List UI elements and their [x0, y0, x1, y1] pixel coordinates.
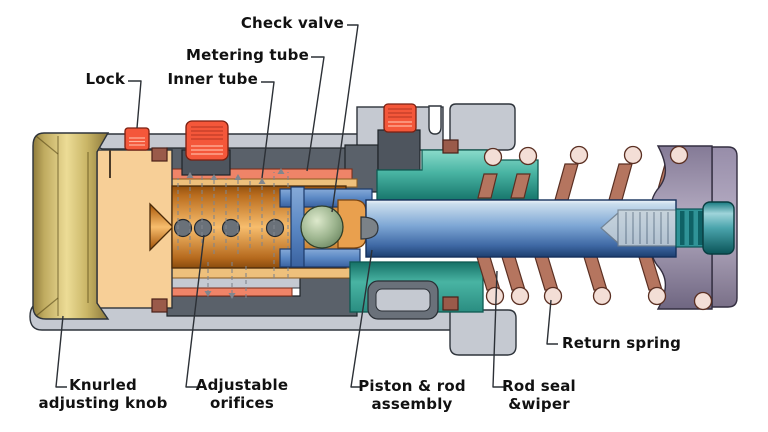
label-line: adjusting knob — [38, 393, 168, 412]
leader-piston — [350, 249, 373, 388]
metering-pin-cone — [149, 202, 174, 252]
return-spring-ends — [483, 145, 713, 311]
casing-u-notch — [428, 105, 442, 135]
label-line: Rod seal — [502, 377, 576, 395]
leader-check-valve — [331, 24, 359, 213]
leader-lock — [128, 80, 142, 129]
seal-square — [151, 147, 168, 162]
label-line: assembly — [371, 394, 453, 413]
knurled-adjusting-knob — [32, 132, 110, 320]
leader-rod-seal — [492, 270, 504, 388]
seal-square — [442, 139, 459, 154]
flow-dashed-lines — [177, 172, 289, 298]
label-lock: Lock — [85, 70, 125, 88]
label-line: Piston & rod — [358, 377, 466, 395]
label-knurled-adjusting-knob: Knurled adjusting knob — [23, 376, 183, 412]
orifice-hole — [221, 218, 241, 238]
label-rod-seal-wiper: Rod seal &wiper — [459, 377, 619, 413]
seal-square — [442, 296, 459, 311]
orifice-hole — [265, 218, 285, 238]
label-line: Knurled — [69, 376, 137, 394]
orifice-hole — [193, 218, 213, 238]
label-adjustable-orifices: Adjustable orifices — [162, 376, 322, 412]
label-check-valve: Check valve — [240, 14, 344, 32]
stud-nut — [702, 201, 735, 255]
o-ring-seals — [151, 139, 459, 313]
stud-thread-rings — [675, 208, 705, 248]
rod-end-stud — [600, 209, 677, 247]
plug-pocket-right — [377, 129, 421, 171]
lock-screw — [124, 127, 150, 151]
fill-plug-right — [383, 103, 417, 133]
adjustable-orifices — [173, 218, 285, 238]
label-inner-tube: Inner tube — [167, 70, 258, 88]
label-line: Adjustable — [195, 376, 289, 394]
orifice-hole — [173, 218, 193, 238]
leader-inner-tube — [261, 81, 275, 179]
seal-square — [151, 298, 168, 313]
label-line: &wiper — [508, 394, 570, 413]
mounting-ring — [367, 280, 439, 320]
rod-nose-dome — [360, 216, 379, 240]
casing-inner-strip — [166, 277, 301, 289]
flow-arrows — [186, 168, 285, 299]
plug-hatch-lines — [129, 108, 412, 155]
casing-mounting-foot — [449, 309, 517, 356]
leader-return-spring — [546, 299, 558, 345]
leader-knurled-knob — [55, 315, 67, 388]
piston-check-valve — [279, 186, 373, 268]
leader-lines — [55, 24, 558, 388]
label-line: orifices — [209, 393, 275, 412]
check-valve-ball — [300, 205, 344, 249]
label-piston-rod-assembly: Piston & rod assembly — [332, 377, 492, 413]
label-metering-tube: Metering tube — [186, 46, 309, 64]
label-return-spring: Return spring — [562, 334, 682, 352]
casing-raised-block-right — [449, 103, 516, 151]
leader-metering-tube — [306, 56, 325, 172]
leader-orifices — [185, 234, 205, 388]
